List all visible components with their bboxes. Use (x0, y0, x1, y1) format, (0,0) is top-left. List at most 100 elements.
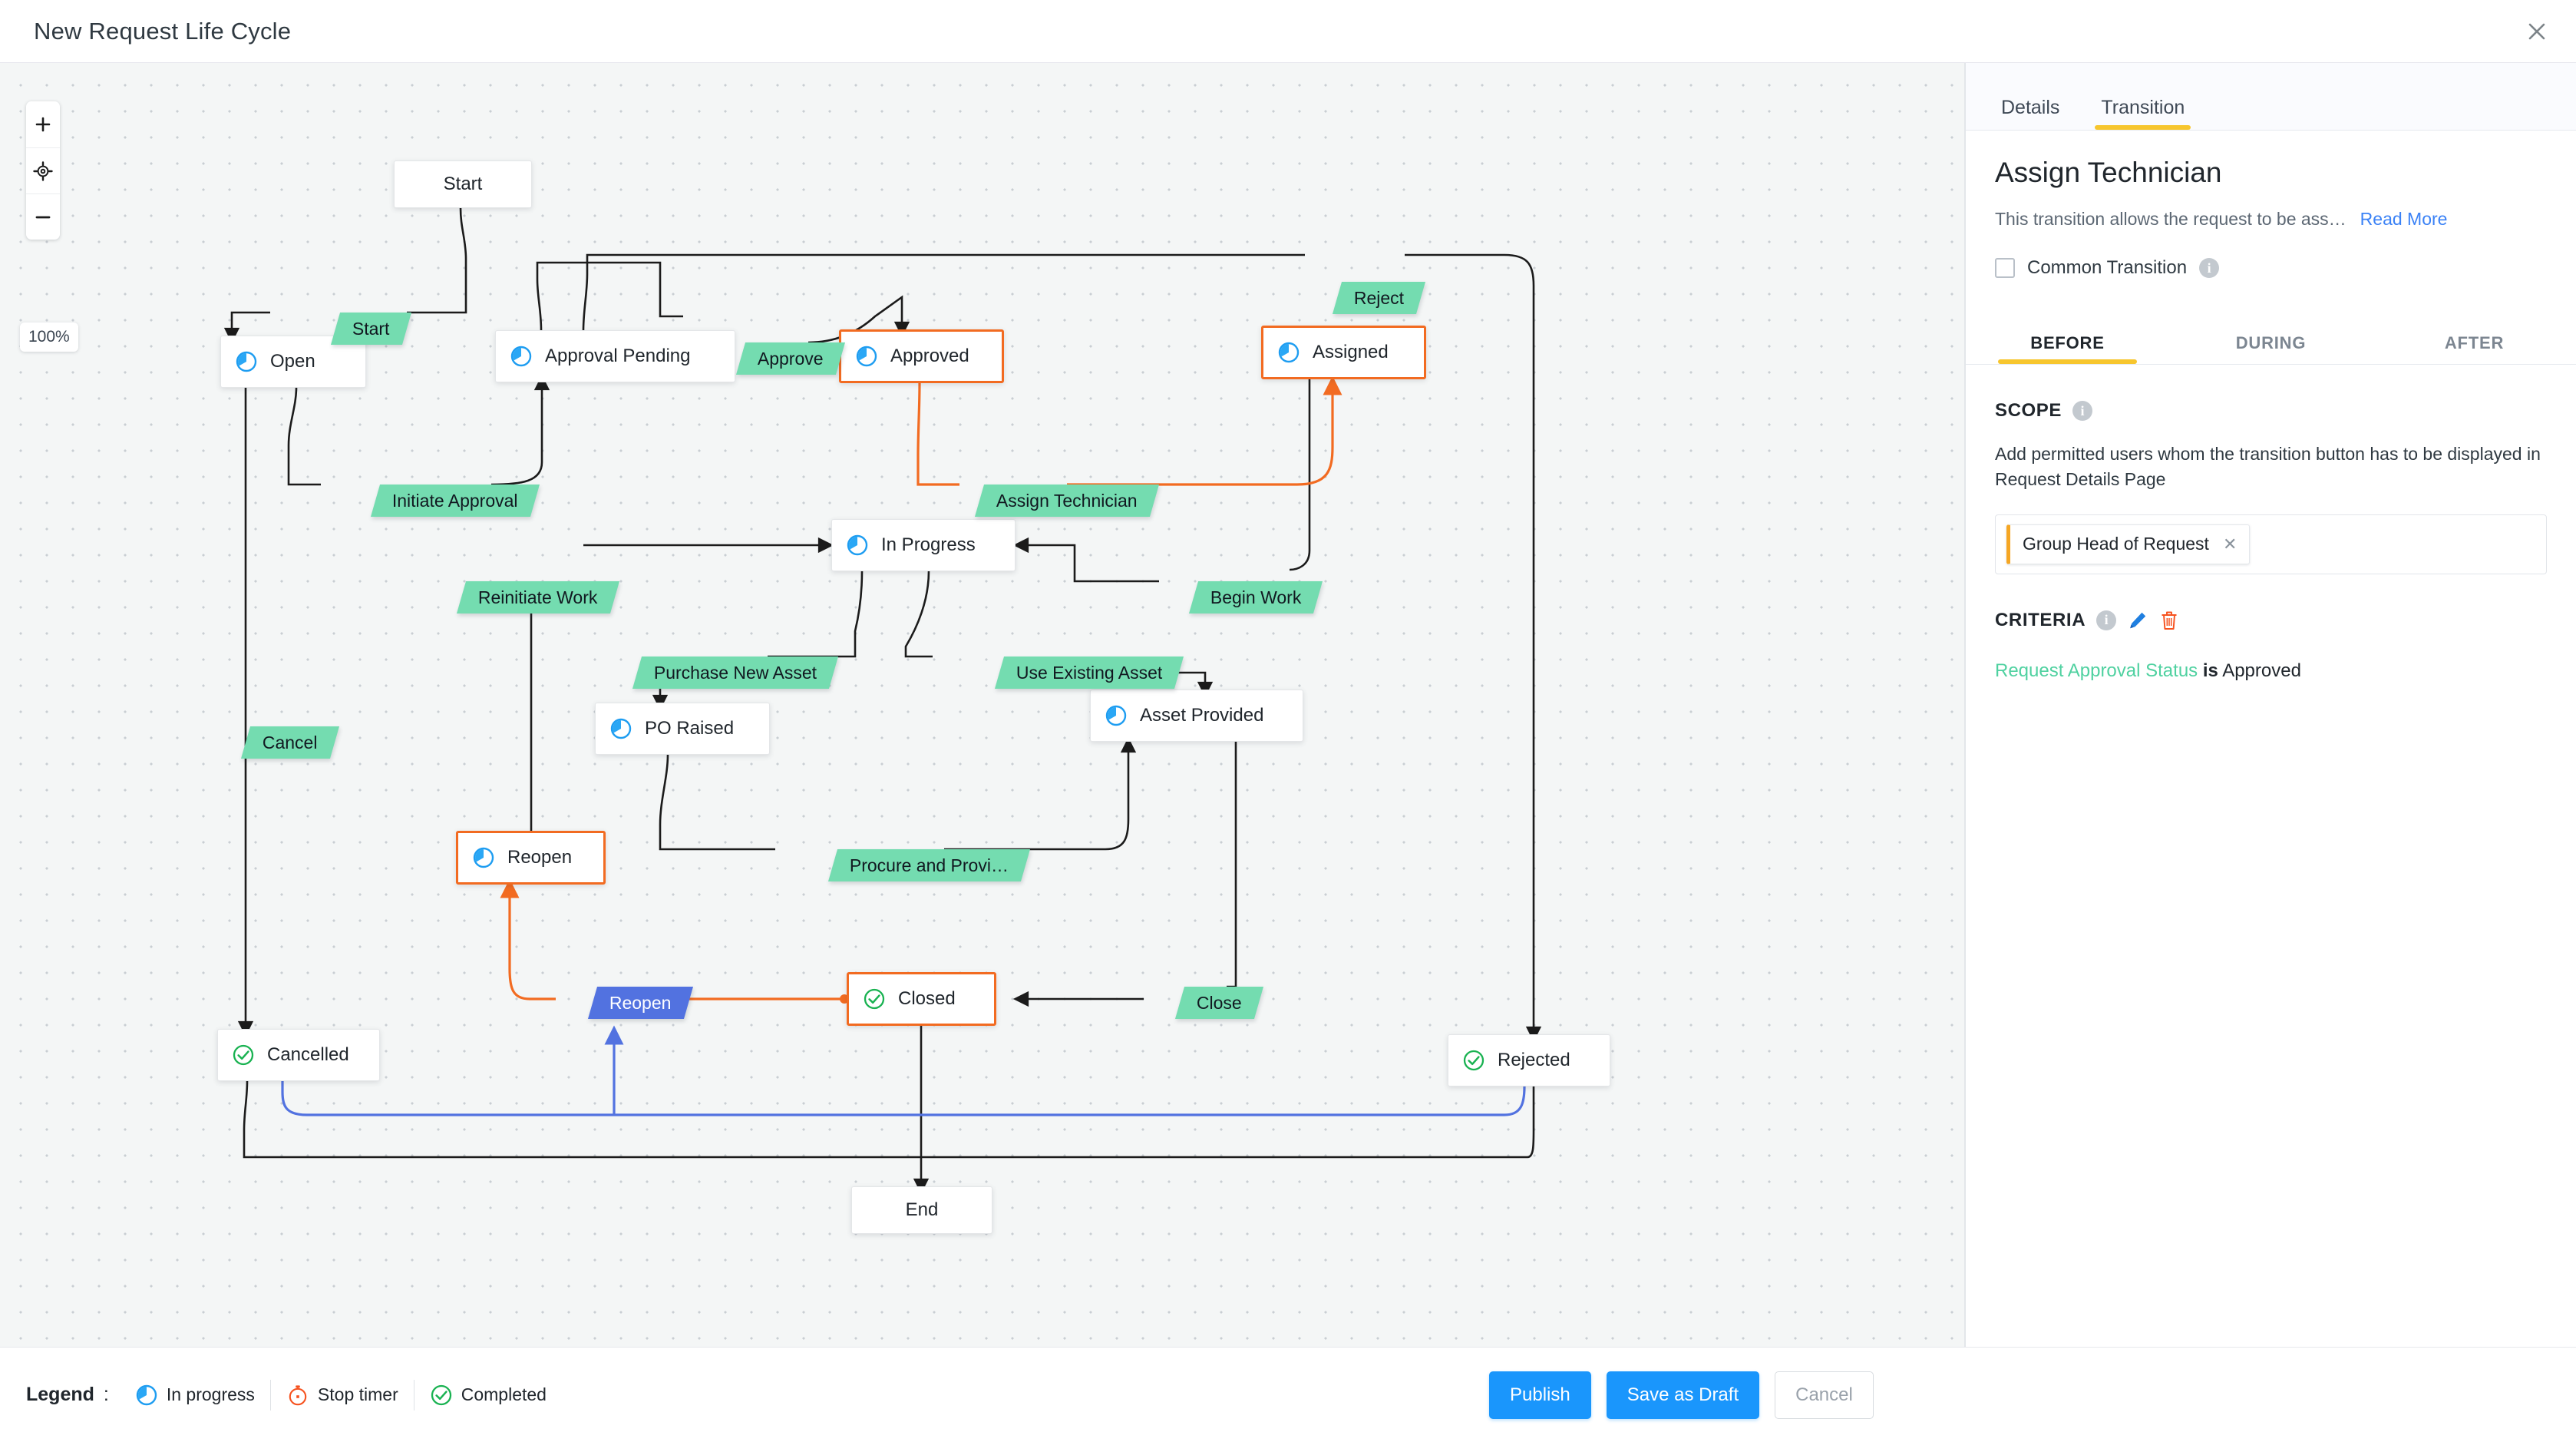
completed-icon (232, 1043, 255, 1067)
tab-transition[interactable]: Transition (2095, 97, 2191, 130)
in-progress-icon (472, 846, 495, 869)
transition-label-t-reinitiate[interactable]: Reinitiate Work (456, 581, 619, 614)
node-label: Closed (898, 988, 956, 1009)
node-inprog[interactable]: In Progress (831, 519, 1016, 571)
node-label: Approval Pending (545, 346, 691, 366)
transition-description: This transition allows the request to be… (1995, 209, 2346, 229)
in-progress-icon (135, 1384, 158, 1407)
transition-description-row: This transition allows the request to be… (1995, 209, 2576, 230)
scope-header: SCOPE i (1995, 400, 2576, 422)
node-end[interactable]: End (851, 1186, 992, 1234)
transition-label-t-reject[interactable]: Reject (1332, 282, 1426, 314)
in-progress-icon (1277, 341, 1300, 364)
legend-item-in-progress: In progress (120, 1384, 270, 1407)
cancel-button[interactable]: Cancel (1775, 1371, 1874, 1419)
legend-item-stop-timer: Stop timer (271, 1384, 414, 1407)
transition-label-t-purchase[interactable]: Purchase New Asset (632, 657, 839, 689)
publish-button[interactable]: Publish (1489, 1371, 1591, 1419)
criteria-title: CRITERIA (1995, 609, 2086, 630)
transition-label-text: Approve (758, 348, 824, 369)
node-label: PO Raised (645, 718, 735, 739)
transition-label-t-useexisting[interactable]: Use Existing Asset (994, 657, 1184, 689)
scope-description: Add permitted users whom the transition … (1995, 444, 2541, 490)
node-rejected[interactable]: Rejected (1448, 1034, 1610, 1086)
node-label: End (905, 1199, 939, 1220)
zoom-fit-button[interactable] (26, 147, 60, 193)
node-closed[interactable]: Closed (847, 972, 996, 1026)
zoom-out-button[interactable] (26, 193, 60, 240)
legend-colon: : (103, 1384, 109, 1405)
transition-label-t-beginwork[interactable]: Begin Work (1188, 581, 1323, 614)
criteria-field: Request Approval Status (1995, 660, 2198, 681)
node-start[interactable]: Start (394, 160, 532, 208)
close-icon[interactable] (2516, 11, 2558, 52)
transition-title: Assign Technician (1995, 157, 2222, 188)
info-icon[interactable]: i (2072, 401, 2093, 421)
scope-input[interactable]: Group Head of Request ✕ (1995, 514, 2547, 574)
transition-label-text: Reinitiate Work (478, 587, 598, 607)
legend-item-completed: Completed (414, 1384, 562, 1407)
node-label: Cancelled (267, 1044, 349, 1065)
tab-details[interactable]: Details (2001, 97, 2060, 118)
stop-timer-icon (286, 1384, 309, 1407)
tab-before[interactable]: BEFORE (1966, 333, 2169, 364)
transition-label-text: Initiate Approval (392, 490, 518, 511)
transition-label-t-approve[interactable]: Approve (735, 342, 845, 375)
transition-label-text: Start (352, 318, 390, 339)
transition-label-t-procure[interactable]: Procure and Provi… (827, 849, 1031, 881)
transition-label-t-initiate[interactable]: Initiate Approval (370, 485, 540, 517)
transition-label-t-reopen[interactable]: Reopen (587, 987, 693, 1019)
transition-label-text: Begin Work (1210, 587, 1302, 607)
read-more-link[interactable]: Read More (2360, 209, 2448, 229)
completed-icon (863, 987, 886, 1010)
workflow-edges (223, 207, 1542, 1195)
zoom-controls[interactable] (26, 101, 60, 240)
tab-during[interactable]: DURING (2235, 333, 2307, 352)
node-label: Start (443, 174, 483, 194)
node-approval[interactable]: Approval Pending (495, 330, 735, 382)
legend-item-label: In progress (166, 1384, 255, 1404)
transition-label-t-assigntech[interactable]: Assign Technician (974, 485, 1159, 517)
transition-label-text: Procure and Provi… (850, 855, 1009, 875)
common-transition-label: Common Transition (2027, 257, 2188, 278)
in-progress-icon (235, 350, 258, 373)
app-header: New Request Life Cycle (0, 0, 2576, 63)
divider (269, 1379, 271, 1411)
transition-label-t-close[interactable]: Close (1174, 987, 1263, 1019)
transition-label-text: Reject (1354, 287, 1405, 308)
close-icon[interactable]: ✕ (2222, 534, 2237, 554)
criteria-expression: Request Approval Status is Approved (1995, 660, 2547, 682)
node-poraised[interactable]: PO Raised (595, 703, 770, 755)
node-label: Approved (890, 346, 969, 366)
node-approved[interactable]: Approved (839, 329, 1004, 383)
info-icon[interactable]: i (2096, 610, 2117, 630)
transition-side-panel: Details Transition Assign Technician Thi… (1965, 63, 2576, 1347)
scope-chip[interactable]: Group Head of Request ✕ (2006, 524, 2251, 564)
zoom-in-button[interactable] (26, 101, 60, 147)
transition-label-text: Close (1197, 992, 1242, 1013)
transition-label-t-cancel[interactable]: Cancel (240, 726, 339, 759)
node-asset[interactable]: Asset Provided (1090, 690, 1303, 742)
node-label: In Progress (881, 534, 976, 555)
in-progress-icon (855, 345, 878, 368)
node-cancelled[interactable]: Cancelled (217, 1029, 380, 1081)
transition-label-t-start[interactable]: Start (330, 313, 411, 345)
node-label: Reopen (507, 847, 573, 868)
footer-actions: Publish Save as Draft Cancel (1489, 1371, 1874, 1419)
save-as-draft-button[interactable]: Save as Draft (1606, 1371, 1760, 1419)
info-icon[interactable]: i (2199, 258, 2220, 278)
in-progress-icon (846, 534, 869, 557)
tab-after[interactable]: AFTER (2444, 333, 2505, 352)
legend-item-label: Completed (461, 1384, 547, 1404)
common-transition-checkbox[interactable] (1995, 258, 2015, 278)
node-assigned[interactable]: Assigned (1261, 326, 1426, 379)
pencil-icon[interactable] (2127, 610, 2148, 631)
transition-label-text: Purchase New Asset (654, 662, 817, 683)
trash-icon[interactable] (2159, 610, 2179, 631)
legend: Legend : In progress Stop timer (26, 1379, 562, 1411)
transition-label-text: Cancel (263, 732, 318, 752)
node-reopen[interactable]: Reopen (456, 831, 606, 885)
completed-icon (1462, 1049, 1485, 1072)
criteria-header: CRITERIA i (1995, 610, 2576, 631)
